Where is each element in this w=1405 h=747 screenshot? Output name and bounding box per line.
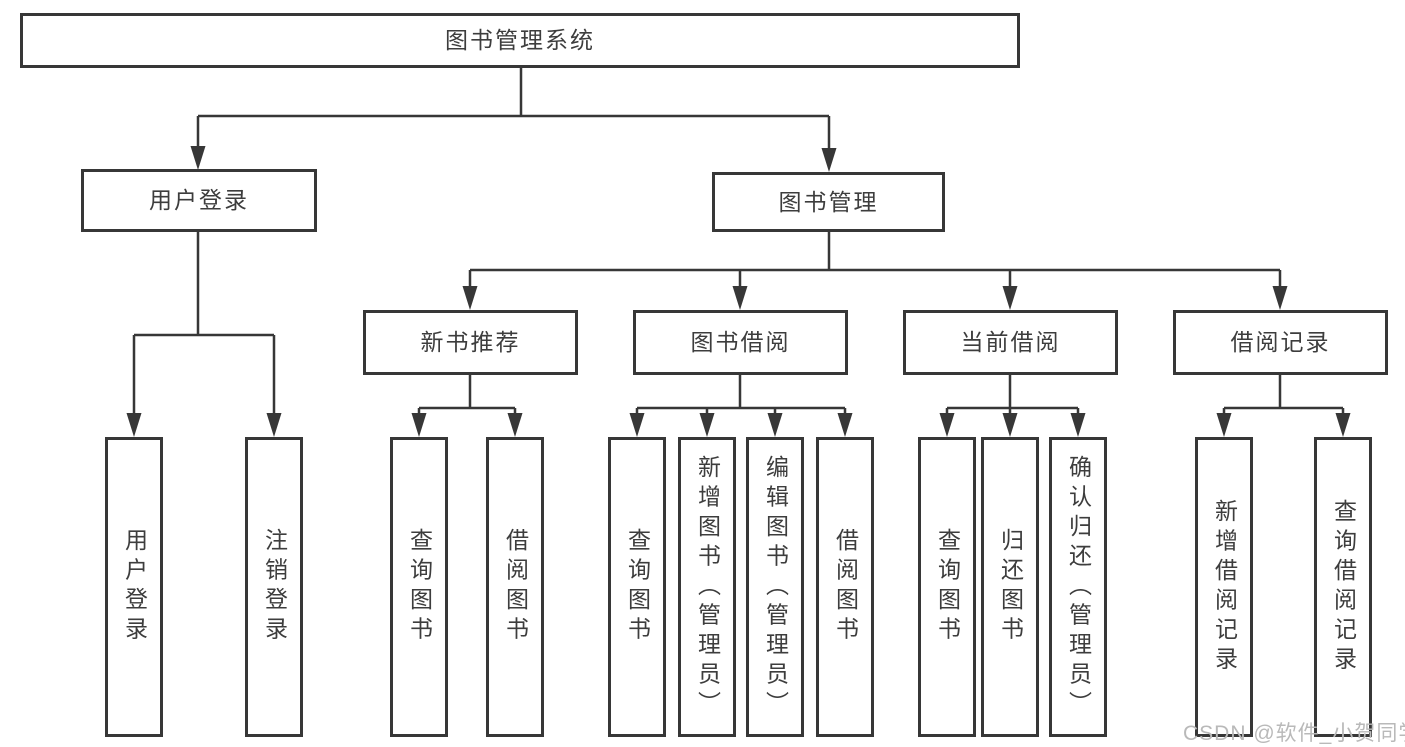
node-borrowing-records: 借阅记录	[1173, 310, 1388, 375]
leaf-add-book-admin: 新增图书（管理员）	[678, 437, 736, 737]
leaf-user-login: 用户登录	[105, 437, 163, 737]
node-book-management: 图书管理	[712, 172, 945, 232]
connector-arrowheads	[126, 146, 1351, 437]
leaf-add-borrow-record: 新增借阅记录	[1195, 437, 1253, 737]
leaf-logout: 注销登录	[245, 437, 303, 737]
node-label: 用户登录	[149, 187, 249, 213]
node-user-login: 用户登录	[81, 169, 317, 232]
leaf-edit-book-admin: 编辑图书（管理员）	[746, 437, 804, 737]
node-label: 新增借阅记录	[1211, 498, 1238, 676]
node-new-book-recommend: 新书推荐	[363, 310, 578, 375]
connector-segments	[132, 68, 1345, 417]
leaf-borrow-books-recommend: 借阅图书	[486, 437, 544, 737]
node-label: 借阅记录	[1230, 329, 1331, 355]
leaf-query-books-current: 查询图书	[918, 437, 976, 737]
node-label: 查询借阅记录	[1330, 498, 1357, 676]
node-label: 图书借阅	[690, 329, 791, 355]
leaf-query-books-borrow: 查询图书	[608, 437, 666, 737]
node-label: 查询图书	[624, 528, 651, 646]
leaf-query-borrow-record: 查询借阅记录	[1314, 437, 1372, 737]
node-label: 新增图书（管理员）	[694, 454, 721, 720]
node-book-borrowing: 图书借阅	[633, 310, 848, 375]
node-label: 借阅图书	[832, 528, 859, 646]
node-current-borrowing: 当前借阅	[903, 310, 1118, 375]
leaf-confirm-return-admin: 确认归还（管理员）	[1049, 437, 1107, 737]
node-label: 编辑图书（管理员）	[762, 454, 789, 720]
leaf-return-books: 归还图书	[981, 437, 1039, 737]
node-label: 用户登录	[121, 528, 148, 646]
node-label: 注销登录	[261, 528, 288, 646]
leaf-query-books-recommend: 查询图书	[390, 437, 448, 737]
node-label: 新书推荐	[420, 329, 521, 355]
node-label: 借阅图书	[502, 528, 529, 646]
node-label: 图书管理系统	[445, 27, 595, 53]
node-root: 图书管理系统	[20, 13, 1020, 68]
node-label: 归还图书	[997, 528, 1024, 646]
node-label: 查询图书	[934, 528, 961, 646]
node-label: 确认归还（管理员）	[1065, 454, 1092, 720]
watermark: CSDN @软件_小贺同学	[1183, 722, 1405, 745]
node-label: 当前借阅	[960, 329, 1061, 355]
leaf-borrow-books: 借阅图书	[816, 437, 874, 737]
node-label: 图书管理	[778, 188, 879, 215]
node-label: 查询图书	[406, 528, 433, 646]
